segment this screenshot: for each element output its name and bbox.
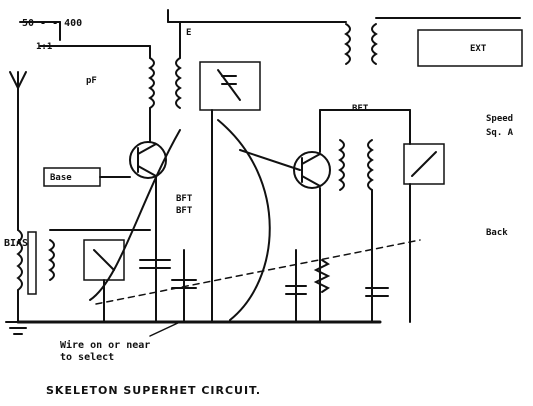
if-transformer <box>338 139 374 191</box>
label-output-box: EXT <box>470 44 487 54</box>
transistor-1 <box>129 141 167 179</box>
antenna-symbol <box>9 71 27 101</box>
feedback-path-left <box>89 129 181 301</box>
transistor-2 <box>293 151 331 189</box>
label-mid-2: BFT <box>176 206 193 216</box>
t2-base-lead <box>239 149 301 171</box>
label-base-box: Base <box>50 173 72 183</box>
diagram-caption: SKELETON SUPERHET CIRCUIT. <box>46 384 262 397</box>
label-mid-1: BFT <box>176 194 193 204</box>
label-top-left-1: 50 - - 400 <box>22 18 83 29</box>
output-box <box>417 29 523 67</box>
label-side-note-1: Speed <box>486 114 514 124</box>
label-side-note-3: Back <box>486 228 508 238</box>
label-cap-left: pF <box>86 76 97 86</box>
note-arrow <box>149 321 181 337</box>
label-top-coil: E <box>186 28 192 38</box>
bypass-capacitor-1 <box>139 259 171 269</box>
wiring-note-line-1: Wire on or near <box>60 340 151 351</box>
dashed-link <box>95 239 421 305</box>
label-right-mid: BFT <box>352 104 369 114</box>
label-side-note-2: Sq. A <box>486 128 514 138</box>
left-coil <box>16 229 37 295</box>
bypass-capacitor-4 <box>365 287 389 297</box>
wiring-note-line-2: to select <box>60 352 115 363</box>
label-bias: BIAS <box>4 238 29 249</box>
oscillator-coil <box>148 57 182 109</box>
output-transformer <box>344 23 378 65</box>
wiring-note: Wire on or near to select <box>60 340 150 364</box>
resistor-1 <box>313 259 331 293</box>
detector-capacitor <box>403 143 445 185</box>
tuning-capacitor <box>199 61 261 111</box>
feedback-path <box>217 119 271 321</box>
left-tuned-circuit <box>48 239 125 281</box>
ground-symbol <box>5 321 31 335</box>
label-top-left-2: 1:1 <box>36 42 53 52</box>
